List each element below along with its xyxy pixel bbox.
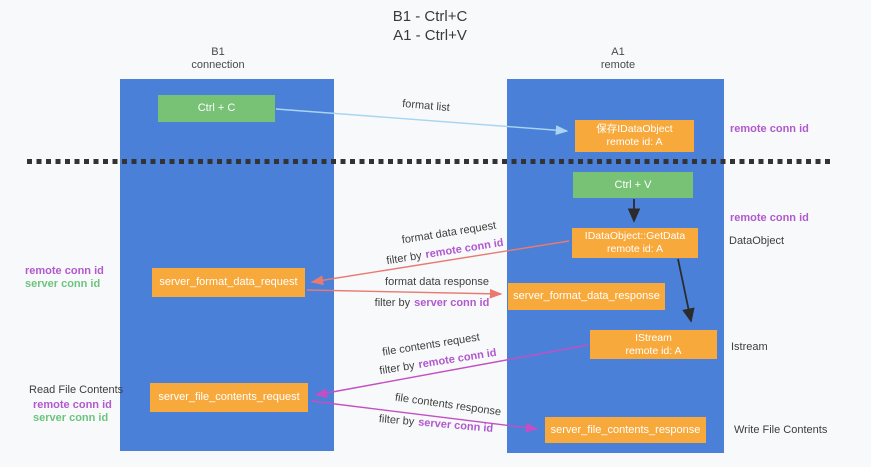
- node-server-format-data-request-label: server_format_data_request: [159, 276, 298, 288]
- annotation-conn-ids-file: remote conn id server conn id: [33, 399, 112, 425]
- copy-paste-divider-dashed-line: [27, 159, 832, 164]
- filter-by-text: filter by: [378, 359, 416, 378]
- lane-b1-role: connection: [191, 59, 245, 71]
- annotation-remote-conn-id-left-2: remote conn id: [33, 399, 112, 411]
- label-format-list: format list: [401, 97, 451, 115]
- node-getdata-line1: IDataObject::GetData: [584, 230, 686, 242]
- node-server-file-contents-response-label: server_file_contents_response: [550, 423, 701, 436]
- node-istream: IStream remote id: A: [590, 330, 717, 359]
- annotation-remote-conn-id-top: remote conn id: [730, 123, 809, 135]
- node-save-idataobject-line1: 保存IDataObject: [596, 123, 673, 135]
- filter-by-text: filter by: [378, 413, 415, 429]
- node-ctrl-c-label: Ctrl + C: [197, 102, 236, 114]
- server-conn-id-highlight: server conn id: [417, 416, 494, 435]
- node-ctrl-c: Ctrl + C: [158, 95, 275, 122]
- arrow-format-data-response: [306, 288, 503, 299]
- lane-a1-role: remote: [600, 59, 636, 71]
- node-save-idataobject-line2: remote id: A: [606, 136, 663, 148]
- annotation-remote-conn-id-left-1: remote conn id: [25, 265, 104, 277]
- annotation-write-file-contents: Write File Contents: [734, 424, 828, 436]
- label-file-contents-response: file contents response: [394, 391, 502, 419]
- node-idataobject-getdata: IDataObject::GetData remote id: A: [572, 228, 698, 258]
- annotation-istream: Istream: [731, 341, 768, 353]
- node-server-format-data-response: server_format_data_response: [508, 283, 665, 310]
- diagram-title: B1 - Ctrl+C A1 - Ctrl+V: [393, 7, 468, 45]
- lane-header-a1: A1 remote: [601, 46, 635, 72]
- lane-header-b1: B1 connection: [191, 46, 244, 72]
- node-getdata-line2: remote id: A: [606, 243, 664, 255]
- server-conn-id-highlight: server conn id: [414, 297, 490, 309]
- node-server-format-data-response-label: server_format_data_response: [513, 290, 660, 302]
- node-ctrl-v-label: Ctrl + V: [614, 178, 652, 191]
- filter-by-text: filter by: [385, 249, 423, 268]
- node-server-file-contents-request-label: server_file_contents_request: [158, 391, 300, 403]
- lane-a1-name: A1: [611, 46, 625, 58]
- annotation-remote-conn-id-mid: remote conn id: [730, 212, 809, 224]
- annotation-server-conn-id-left-2: server conn id: [33, 412, 109, 424]
- label-format-data-response: format data response: [385, 276, 489, 288]
- annotation-dataobject: DataObject: [729, 235, 785, 247]
- filter-by-text: filter by: [374, 297, 411, 309]
- node-server-format-data-request: server_format_data_request: [152, 268, 305, 297]
- annotation-conn-ids-format: remote conn id server conn id: [25, 265, 104, 291]
- node-istream-line2: remote id: A: [625, 344, 682, 357]
- node-save-idataobject: 保存IDataObject remote id: A: [575, 120, 694, 152]
- node-server-file-contents-response: server_file_contents_response: [545, 417, 706, 443]
- title-line-1: B1 - Ctrl+C: [392, 8, 468, 25]
- annotation-server-conn-id-left-1: server conn id: [25, 278, 101, 290]
- node-server-file-contents-request: server_file_contents_request: [150, 383, 308, 412]
- annotation-read-file-contents: Read File Contents: [29, 384, 124, 396]
- node-ctrl-v: Ctrl + V: [573, 172, 693, 198]
- lane-b1-name: B1: [211, 46, 225, 58]
- title-line-2: A1 - Ctrl+V: [393, 27, 467, 44]
- node-istream-line1: IStream: [635, 331, 672, 344]
